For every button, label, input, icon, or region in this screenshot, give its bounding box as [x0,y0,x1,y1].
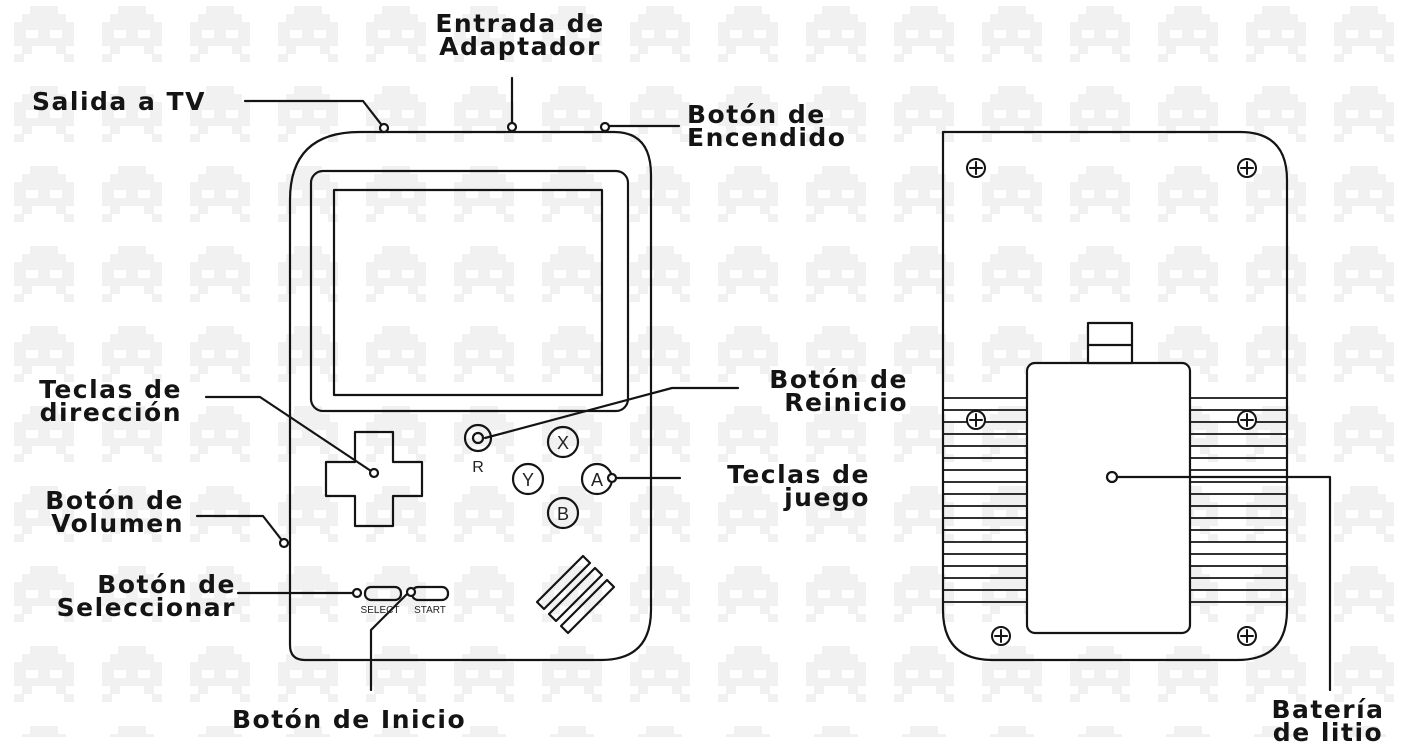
label-reinicio-line1: Botón de [769,365,908,394]
label-volumen-line2: Volumen [51,509,184,538]
leader-tv [243,99,386,130]
button-b-label: B [557,504,569,524]
button-x-label: X [557,433,569,453]
battery-cover [1025,361,1192,635]
select-button [363,585,403,602]
label-seleccionar-line2: Seleccionar [56,593,236,622]
label-entrada-line1: Entrada de [435,9,605,38]
button-y-label: Y [522,470,534,490]
battery-center-hole [1105,470,1119,484]
label-boton-seleccionar: Botón de Seleccionar [0,570,236,622]
leader-battery [1116,475,1332,692]
label-encendido-line1: Botón de [687,100,826,129]
button-x [546,425,580,459]
button-y [511,462,545,496]
label-salida-tv-text: Salida a TV [32,87,206,116]
screen-bezel [309,169,630,413]
reset-button-label: R [472,459,484,476]
label-seleccionar-line1: Botón de [97,570,236,599]
screen [332,188,604,397]
console-front-body [288,130,653,662]
label-bateria-line1: Batería [1271,698,1385,724]
screw-icons [966,158,1257,646]
label-reinicio-line2: Reinicio [784,388,908,417]
label-boton-encendido: Botón de Encendido [687,100,847,152]
button-a-label: A [591,470,603,490]
leader-reset [483,386,740,440]
label-boton-reinicio: Botón de Reinicio [720,365,908,417]
console-back-body [941,130,1289,662]
label-entrada-adaptador: Entrada de Adaptador [430,9,610,61]
label-inicio-text: Botón de Inicio [232,705,467,734]
button-b [546,496,580,530]
label-direccion-line2: dirección [39,398,182,427]
label-bateria-litio: Batería de litio [1253,698,1403,744]
leader-start [369,591,410,692]
label-volumen-line1: Botón de [45,486,184,515]
label-entrada-line2: Adaptador [439,32,601,61]
battery-tab [1086,321,1134,365]
label-boton-inicio: Botón de Inicio [232,705,467,734]
label-juego-line2: juego [784,483,870,512]
label-bateria-line2: de litio [1272,718,1384,744]
label-direccion-line1: Teclas de [39,375,182,404]
label-juego-line1: Teclas de [727,460,870,489]
dpad [324,430,424,528]
label-encendido-line2: Encendido [687,123,847,152]
reset-button-ring [463,423,493,453]
leader-dpad [204,395,376,475]
reset-button-hole [471,431,485,445]
label-boton-volumen: Botón de Volumen [0,486,184,538]
label-salida-tv: Salida a TV [32,87,206,116]
label-teclas-juego: Teclas de juego [690,460,870,512]
speaker-grille [535,554,616,635]
leader-volume [195,514,286,545]
start-button-label: START [414,605,446,616]
label-teclas-direccion: Teclas de dirección [0,375,182,427]
select-button-label: SELECT [361,605,400,616]
